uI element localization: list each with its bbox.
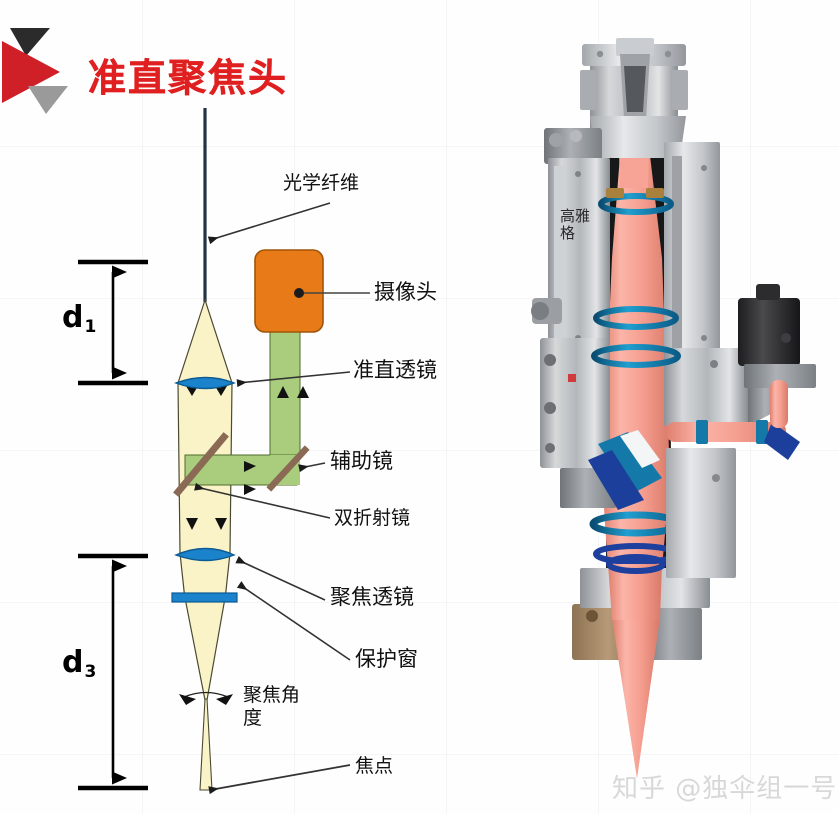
- camera-path-arrow-right-2: [244, 484, 256, 495]
- dimension-d1-label: d1: [62, 300, 97, 337]
- label-focusing-lens: 聚焦透镜: [330, 585, 414, 609]
- status-indicator: [568, 374, 576, 382]
- beam-direction-arrow-1: [186, 386, 198, 396]
- leader-focusing-lens: [235, 555, 326, 601]
- dimension-d1-letter: d: [62, 300, 84, 335]
- leader-protective-window: [236, 581, 351, 661]
- left-port-1: [549, 133, 563, 147]
- solenoid-valve-cap: [756, 284, 780, 300]
- label-collimating-lens: 准直透镜: [353, 358, 437, 382]
- beam-ring-1: [598, 193, 674, 215]
- dimension-d3-subscript: 3: [84, 662, 97, 682]
- camera-leader-dot: [294, 288, 304, 298]
- left-lower-block: [540, 338, 610, 468]
- beam-direction-arrow-2: [215, 386, 227, 396]
- gas-tube-elbow: [764, 422, 800, 460]
- label-focal-point: 焦点: [355, 755, 394, 777]
- leader-auxiliary-mirror: [298, 462, 326, 473]
- left-rail-screw-1: [575, 171, 581, 177]
- diverging-beam-cone: [177, 298, 233, 384]
- right-body-screw-2: [701, 335, 707, 341]
- logo-triangle-dark: [10, 28, 50, 56]
- fiber-ferrule-bore: [624, 66, 646, 112]
- label-focus-angle-line1: 聚焦角: [243, 684, 301, 706]
- retaining-clip-left: [606, 188, 624, 198]
- birefringent-mirror: [173, 432, 229, 497]
- right-body-screw-1: [701, 165, 707, 171]
- gas-tube-vertical: [770, 380, 788, 428]
- photo-watermark-top: 高雅 格: [560, 208, 602, 242]
- beam-ring-6: [606, 554, 666, 574]
- left-lower-port-3: [545, 443, 555, 453]
- left-knob: [531, 302, 549, 320]
- beam-ring-2: [593, 306, 679, 330]
- optical-path-diagram: [78, 108, 370, 795]
- leader-birefringent-mirror: [194, 482, 331, 519]
- label-camera: 摄像头: [374, 280, 437, 304]
- flange-screw-right: [664, 50, 672, 58]
- retaining-clip-right: [646, 188, 664, 198]
- logo-triangle-gray: [28, 86, 68, 114]
- label-optical-fiber: 光学纤维: [283, 172, 360, 194]
- cross-duct-darkblue: [588, 450, 644, 510]
- lower-right-screw: [712, 474, 720, 482]
- logo-triangle-red: [2, 41, 60, 103]
- auxiliary-mirror: [266, 445, 310, 492]
- left-port-2: [570, 130, 582, 142]
- leader-collimating-lens: [236, 371, 351, 388]
- leader-focal-point: [208, 764, 351, 795]
- right-lower-screw: [710, 360, 718, 368]
- dimension-d3-label: d3: [62, 645, 97, 682]
- photo-watermark-bottom: 知乎 @独伞组一号: [612, 774, 838, 804]
- flange-screw-left: [596, 50, 604, 58]
- focus-angle-arc: [183, 691, 229, 698]
- gas-tube-ring-2: [756, 420, 768, 444]
- camera-body: [254, 249, 324, 333]
- leader-optical-fiber: [207, 202, 331, 245]
- nozzle-brown-knob: [586, 610, 598, 622]
- label-auxiliary-mirror: 辅助镜: [330, 449, 393, 473]
- valve-mount-block: [744, 364, 816, 388]
- connector-lug-left: [580, 70, 596, 110]
- right-body-groove: [672, 156, 682, 352]
- protective-window: [171, 592, 238, 603]
- focus-angle-arrow-left: [179, 694, 196, 705]
- beam-ring-3: [591, 344, 681, 368]
- photo-watermark-top-line1: 高雅: [560, 207, 591, 225]
- left-lower-port-2: [544, 402, 556, 414]
- photo-watermark-top-line2: 格: [560, 224, 576, 242]
- connector-lug-right: [672, 70, 688, 110]
- label-protective-window: 保护窗: [355, 647, 418, 671]
- laser-beam-focus-cone-front: [612, 618, 660, 778]
- beam-direction-arrow-4: [215, 518, 227, 530]
- cross-duct-white: [620, 430, 660, 468]
- laser-beam-mid-front: [608, 564, 662, 620]
- beam-direction-arrow-3: [186, 518, 198, 530]
- upper-body-taper: [590, 116, 686, 158]
- cross-duct-blue: [598, 432, 662, 494]
- right-lower-block: [664, 348, 748, 426]
- gas-tube-ring-1: [696, 420, 708, 444]
- solenoid-valve-body: [738, 298, 800, 366]
- label-birefringent-mirror: 双折射镜: [334, 507, 411, 529]
- page-title: 准直聚焦头: [88, 56, 289, 100]
- camera-path-arrow-right-1: [244, 461, 256, 472]
- collimating-lens: [173, 376, 236, 390]
- label-focus-angle-line2: 度: [243, 707, 263, 729]
- camera-path-arrow-up-1: [277, 386, 289, 398]
- lower-right-body: [666, 448, 736, 578]
- dimension-d1-subscript: 1: [84, 317, 97, 337]
- camera-path-arrow-up-2: [297, 386, 309, 398]
- laser-head-cutaway-photo: [531, 38, 816, 778]
- solenoid-valve-port: [781, 333, 791, 343]
- brand-logo: [2, 28, 68, 114]
- focusing-lens: [174, 547, 236, 562]
- dimension-d3-letter: d: [62, 645, 84, 680]
- converging-beam-cone: [184, 597, 226, 701]
- focus-angle-arrow-right: [216, 694, 233, 705]
- left-lower-port-1: [544, 354, 556, 366]
- fiber-connector-cap: [616, 38, 654, 56]
